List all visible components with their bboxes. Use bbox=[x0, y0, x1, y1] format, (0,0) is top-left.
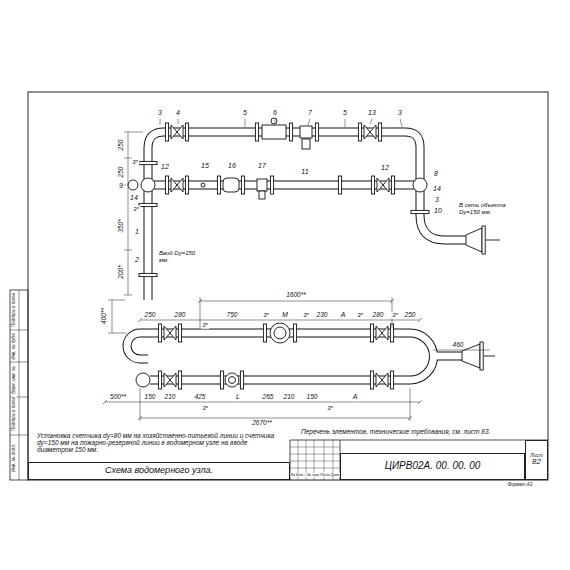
dimension: 250 bbox=[144, 311, 157, 318]
dimension: 150 bbox=[306, 393, 319, 400]
dimension: 3* bbox=[201, 405, 209, 412]
dimension: 2670** bbox=[251, 419, 273, 426]
fittings-elevation bbox=[128, 118, 500, 277]
callout-number: 12 bbox=[160, 163, 170, 171]
dimension: 350* bbox=[117, 218, 124, 233]
dimension: 750 bbox=[226, 311, 239, 318]
dimension: 265 bbox=[262, 393, 275, 400]
dimension: 460 bbox=[452, 341, 465, 348]
fittings-plan bbox=[136, 323, 495, 389]
dimension: 3* bbox=[302, 312, 310, 319]
dimension: 3* bbox=[262, 312, 270, 319]
margin-cell: Подпись и дата bbox=[12, 292, 17, 328]
margin-cell: Инв. № дубл. bbox=[12, 331, 17, 361]
callout-number: 5 bbox=[242, 109, 248, 117]
dimension: 3* bbox=[326, 405, 334, 412]
sheet-frame bbox=[10, 92, 548, 480]
node-text: 82 bbox=[532, 458, 541, 466]
format-label: Формат А3 bbox=[507, 483, 534, 488]
dimension: 400** bbox=[100, 307, 107, 325]
inlet-note: Ввод Dy=150 мм. bbox=[158, 250, 200, 263]
callout-number: 2 bbox=[134, 256, 140, 264]
dimension: 210 bbox=[283, 393, 296, 400]
callout-number: 3 bbox=[397, 109, 403, 117]
dimension: 250 bbox=[404, 311, 417, 318]
dimension: L bbox=[235, 393, 241, 401]
margin-cell: Инв. № подл. bbox=[12, 443, 17, 473]
callout-number: 10 bbox=[433, 207, 443, 215]
dimension: 3* bbox=[356, 312, 364, 319]
document-code-box: ЦИРВ02А. 00. 00. 00 bbox=[340, 453, 525, 480]
pipeline bbox=[127, 132, 466, 380]
dimension: 3* bbox=[131, 159, 139, 166]
note-text: Перечень элементов, технические требован… bbox=[300, 428, 542, 435]
node-text: Схема водомерного узла. bbox=[105, 466, 213, 475]
outlet-note: В сеть объекта Dy=150 мм. bbox=[458, 202, 518, 215]
dimension: А bbox=[340, 311, 347, 319]
dimension: 200* bbox=[117, 264, 124, 279]
callout-number: 16 bbox=[227, 162, 237, 170]
dimension: М bbox=[281, 311, 289, 319]
dimension: 210 bbox=[164, 393, 177, 400]
margin-cell: Подпись и дата bbox=[12, 396, 17, 432]
note-text: Установка счетчика dy=80 мм на хозяйстве… bbox=[36, 432, 283, 453]
callout-number: 1 bbox=[134, 228, 140, 236]
caption-box: Схема водомерного узла. bbox=[28, 462, 290, 480]
margin-cell: Взам. инв. № bbox=[12, 365, 17, 395]
callout-number: 5 bbox=[342, 109, 348, 117]
node-text: ЦИРВ02А. 00. 00. 00 bbox=[385, 461, 481, 472]
dimension: 500** bbox=[109, 393, 127, 400]
callout-number: 13 bbox=[367, 109, 377, 117]
dimension: 3* bbox=[132, 206, 140, 213]
dimension: 1600** bbox=[285, 291, 307, 298]
callout-number: 8 bbox=[433, 170, 439, 178]
callout-number: 6 bbox=[272, 109, 278, 117]
callout-number: 17 bbox=[257, 162, 267, 170]
callout-number: 14 bbox=[129, 194, 139, 202]
dimension-lines bbox=[103, 119, 490, 421]
dimension: 3* bbox=[201, 322, 209, 329]
callout-number: 15 bbox=[200, 162, 210, 170]
dimension: 280 bbox=[372, 311, 385, 318]
dimension: 150 bbox=[144, 393, 157, 400]
callout-number: 12 bbox=[380, 164, 390, 172]
callout-number: 11 bbox=[300, 168, 309, 176]
dimension: 250 bbox=[117, 139, 124, 152]
dimension: 280 bbox=[174, 311, 187, 318]
callout-number: 9 bbox=[118, 182, 124, 190]
callout-number: 7 bbox=[307, 109, 313, 117]
dimension: 425 bbox=[194, 393, 207, 400]
callout-number: 3 bbox=[157, 109, 163, 117]
dimension: А bbox=[352, 393, 359, 401]
dimension: 250 bbox=[117, 166, 124, 179]
callout-number: 4 bbox=[175, 109, 181, 117]
sheet-box: Лист82 bbox=[525, 440, 548, 480]
dimension: 3* bbox=[391, 312, 399, 319]
dimension: 230 bbox=[316, 311, 329, 318]
callout-number: 14 bbox=[432, 185, 442, 193]
callout-number: 3 bbox=[434, 196, 440, 204]
